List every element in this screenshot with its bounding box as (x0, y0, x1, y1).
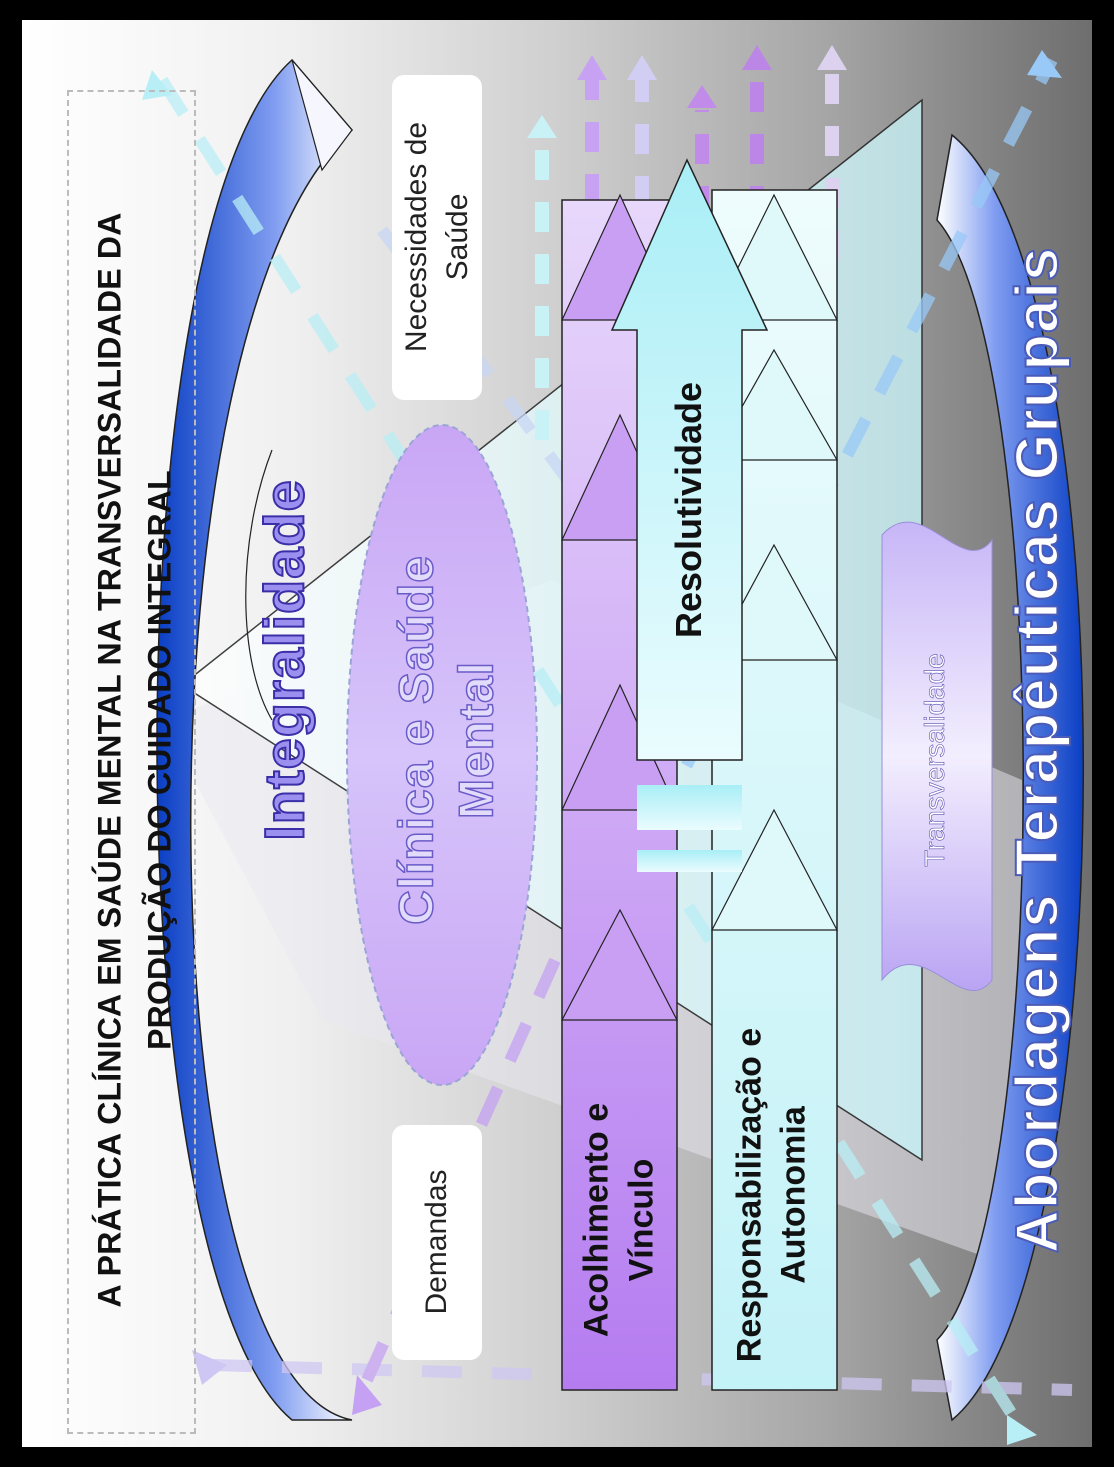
diagram-graphics (142, 45, 1085, 1445)
transversalidade-banner (881, 521, 993, 992)
responsabilizacao-label-line2: Autonomia (774, 1106, 813, 1284)
resolutividade-arrow (610, 158, 769, 761)
demandas-label: Demandas (420, 1169, 453, 1315)
clinica-ellipse (346, 424, 538, 1086)
necessidades-label-line2: Saúde (441, 193, 474, 281)
clinica-label-line1: Clínica e Saúde (390, 554, 445, 925)
clinica-label-line2: Mental (450, 660, 505, 820)
title-line-1: A PRÁTICA CLÍNICA EM SAÚDE MENTAL NA TRA… (91, 212, 128, 1308)
demandas-box (392, 1125, 482, 1360)
title-line-2: PRODUÇÃO DO CUIDADO INTEGRAL (141, 470, 178, 1050)
necessidades-label-line1: Necessidades de (400, 121, 433, 353)
abordagens-arc (936, 133, 1085, 1422)
transversalidade-label: Transversalidade (919, 653, 951, 867)
resolutividade-label: Resolutividade (668, 381, 709, 639)
title-box (67, 90, 196, 1434)
necessidades-box (392, 75, 482, 400)
diagram-slide: A PRÁTICA CLÍNICA EM SAÚDE MENTAL NA TRA… (22, 20, 1092, 1447)
acolhimento-label-line1: Acolhimento e (577, 1102, 616, 1338)
integralidade-label: Integralidade (252, 478, 317, 842)
acolhimento-label-line2: Vínculo (622, 1158, 661, 1282)
responsabilizacao-label-line1: Responsabilização e (730, 1027, 769, 1363)
abordagens-label: Abordagens Terapêuticas Grupais (1003, 246, 1072, 1255)
